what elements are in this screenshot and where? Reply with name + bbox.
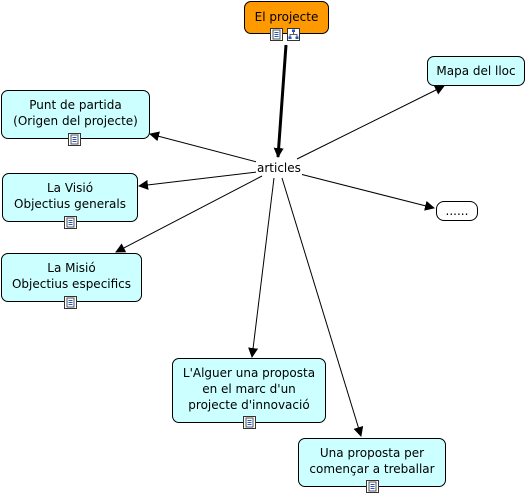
node-line: La Visió [46,181,94,195]
node-alguer-proposta[interactable]: L'Alguer una proposta en el marc d'un pr… [172,358,326,423]
document-icon[interactable] [366,480,379,493]
document-icon[interactable] [270,28,283,41]
node-line: Una proposta per [319,446,425,460]
node-la-missio[interactable]: La Misió Objectius especifics [1,253,142,302]
node-mapa-del-lloc[interactable]: Mapa del lloc [427,56,525,86]
edge-root-articles [273,44,288,158]
node-line: Punt de partida [29,98,122,112]
node-punt-de-partida[interactable]: Punt de partida (Origen del projecte) [1,90,150,139]
root-node[interactable]: El projecte [244,1,329,34]
node-line: Objectius generals [14,197,126,211]
node-line: començar a treballar [309,462,435,476]
document-icon[interactable] [68,133,81,146]
node-line: ...... [445,204,469,218]
edge-articles-proposta [281,177,364,437]
document-icon[interactable] [64,216,77,229]
node-line: (Origen del projecte) [13,114,138,128]
node-line: en el marc d'un [202,382,296,396]
edge-articles-visio [138,171,258,190]
node-una-proposta[interactable]: Una proposta per començar a treballar [298,438,446,487]
node-line: Objectius especifics [11,277,132,291]
node-line: Mapa del lloc [436,64,516,78]
edge-articles-missio [115,175,263,253]
document-icon[interactable] [243,416,256,429]
node-more[interactable]: ...... [436,201,478,221]
articles-label[interactable]: articles [256,161,302,175]
node-line: projecte d'innovació [188,398,310,412]
node-line: La Misió [47,261,96,275]
node-line: L'Alguer una proposta [182,366,316,380]
node-la-visio[interactable]: La Visió Objectius generals [2,173,138,222]
edge-articles-punt [149,131,258,163]
document-icon[interactable] [64,296,77,309]
edge-articles-alguer [248,177,275,358]
edge-articles-mapa [296,85,445,160]
edge-articles-more [299,173,435,211]
root-node-label: El projecte [254,10,319,24]
concept-map-icon[interactable] [287,28,300,41]
